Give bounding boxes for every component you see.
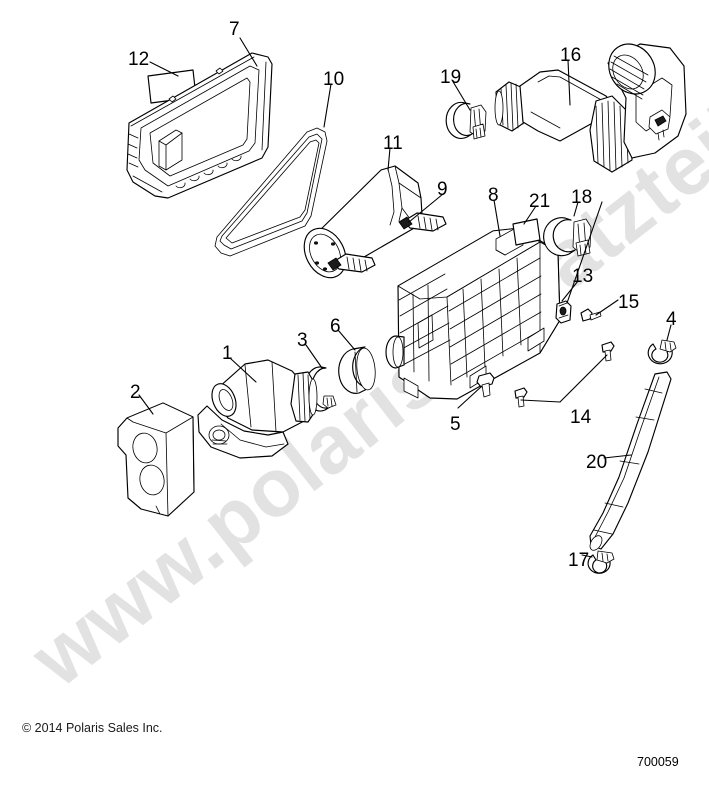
callout-17: 17 <box>568 550 590 571</box>
part-19-hose-clamp <box>445 101 487 140</box>
part-4-drain-clamp-upper <box>647 339 677 365</box>
callout-15: 15 <box>618 292 640 313</box>
callout-9: 9 <box>437 179 448 200</box>
part-2-foam-pad <box>117 402 195 517</box>
part-16-intake-duct <box>494 43 687 173</box>
part-1-intake-boot <box>197 359 318 459</box>
part-9-latch-clip-lower <box>327 253 376 273</box>
part-15-screw <box>580 308 602 322</box>
part-17-drain-clamp-lower <box>587 550 615 574</box>
callout-10: 10 <box>323 69 345 90</box>
callout-16: 16 <box>560 45 582 66</box>
callout-4: 4 <box>666 309 677 330</box>
part-18-hose-clamp <box>543 217 592 257</box>
callout-8: 8 <box>488 185 499 206</box>
callout-1: 1 <box>222 343 233 364</box>
duct-bellows-top <box>608 43 656 100</box>
callout-19: 19 <box>440 67 462 88</box>
part-14-screw-right <box>601 341 615 362</box>
part-13-grommet <box>555 300 572 324</box>
callout-5: 5 <box>450 414 461 435</box>
part-6-adapter-ring <box>338 346 376 394</box>
part-20-drain-tube <box>589 371 672 551</box>
callout-7: 7 <box>229 19 240 40</box>
callout-12: 12 <box>128 49 150 70</box>
part-14-screw-left <box>514 387 528 408</box>
part-7-airbox-cover <box>126 52 273 199</box>
callout-3: 3 <box>297 330 308 351</box>
callout-11: 11 <box>383 133 403 154</box>
part-5-well-nut <box>476 372 495 398</box>
callout-18: 18 <box>571 187 593 208</box>
callout-6: 6 <box>330 316 341 337</box>
part-21-airbox-decal <box>512 218 541 246</box>
callout-2: 2 <box>130 382 141 403</box>
part-10-cover-seal <box>214 127 328 257</box>
callout-21: 21 <box>529 191 551 212</box>
callout-20: 20 <box>586 452 608 473</box>
part-8-airbox-body <box>385 227 561 400</box>
diagram-part-number: 700059 <box>637 755 679 769</box>
callout-14: 14 <box>570 407 592 428</box>
copyright-notice: © 2014 Polaris Sales Inc. <box>22 721 163 735</box>
leader-lines <box>138 37 672 558</box>
callout-13: 13 <box>572 266 594 287</box>
